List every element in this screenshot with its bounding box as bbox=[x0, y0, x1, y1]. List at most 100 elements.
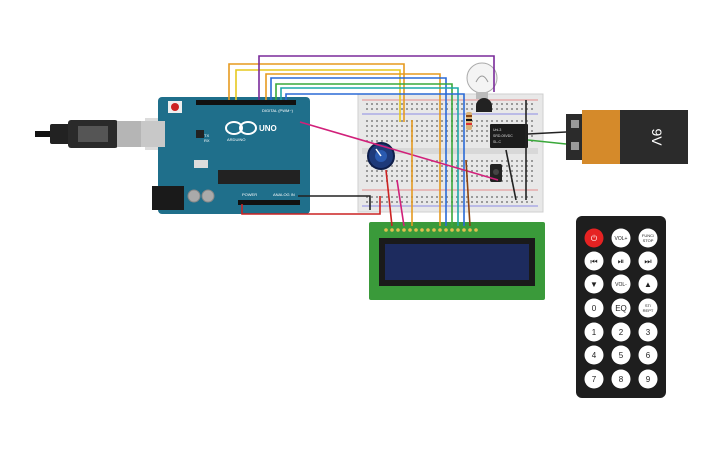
wire-brown bbox=[465, 159, 471, 227]
wire-magenta bbox=[299, 121, 499, 181]
remote-button-grid: ⏻ VOL+ FUNC/STOP ⏮ ⏯ ⏭ ▼ VOL- ▲ 0 EQ ST/REPT 1 2 3 4 5 6 7… bbox=[584, 228, 658, 389]
remote-button-func-stop[interactable]: FUNC/STOP bbox=[638, 228, 658, 248]
remote-button-label: ⏯ bbox=[618, 257, 624, 266]
potentiometer[interactable] bbox=[367, 142, 395, 170]
tx-label: TX bbox=[204, 133, 209, 138]
remote-button-label: VOL+ bbox=[615, 236, 628, 242]
remote-button-vol-up[interactable]: VOL+ bbox=[611, 228, 631, 248]
wire-black bbox=[298, 195, 371, 210]
reset-button[interactable] bbox=[171, 103, 179, 111]
remote-button-label: EQ bbox=[615, 304, 627, 313]
remote-button-label: 5 bbox=[619, 351, 624, 360]
digital-header[interactable] bbox=[196, 100, 296, 105]
usb-chip bbox=[196, 130, 204, 138]
remote-button-three[interactable]: 3 bbox=[638, 322, 658, 342]
wire-orange bbox=[228, 63, 405, 122]
remote-button-six[interactable]: 6 bbox=[638, 345, 658, 365]
remote-button-label: ⏻ bbox=[591, 234, 598, 243]
wire-purple bbox=[258, 55, 495, 100]
lcd-pin bbox=[432, 228, 436, 232]
remote-button-label: REPT bbox=[643, 308, 654, 313]
atmega-chip bbox=[218, 170, 300, 184]
remote-button-label: FUNC/ bbox=[642, 233, 655, 238]
wire-red-2 bbox=[385, 169, 393, 227]
wire-magenta-2 bbox=[396, 179, 405, 227]
relay[interactable]: Uni-3 SRD-05VDC SL-C bbox=[490, 124, 528, 148]
wire-black-2 bbox=[505, 149, 517, 201]
remote-button-eq[interactable]: EQ bbox=[611, 298, 631, 318]
lcd-pin bbox=[462, 228, 466, 232]
remote-button-label: 0 bbox=[592, 304, 597, 313]
lcd-pin bbox=[390, 228, 394, 232]
remote-button-one[interactable]: 1 bbox=[584, 322, 604, 342]
wire-blue-2 bbox=[285, 93, 465, 226]
lcd-pin bbox=[456, 228, 460, 232]
transistor[interactable] bbox=[476, 98, 492, 112]
arduino-logo bbox=[225, 121, 257, 135]
remote-button-zero[interactable]: 0 bbox=[584, 298, 604, 318]
lcd-screen bbox=[385, 244, 529, 280]
remote-button-label: ST/ bbox=[645, 303, 652, 308]
ir-receiver[interactable] bbox=[490, 164, 502, 182]
battery-label: 9V bbox=[649, 128, 665, 146]
remote-button-up[interactable]: ▲ bbox=[638, 274, 658, 294]
remote-button-seven[interactable]: 7 bbox=[584, 369, 604, 389]
remote-button-label: ▼ bbox=[590, 280, 598, 289]
remote-button-prev[interactable]: ⏮ bbox=[584, 251, 604, 271]
remote-button-eight[interactable]: 8 bbox=[611, 369, 631, 389]
remote-button-label: 8 bbox=[619, 375, 624, 384]
lcd-pin bbox=[468, 228, 472, 232]
digital-label: DIGITAL (PWM~) bbox=[262, 108, 294, 113]
lcd-pin bbox=[438, 228, 442, 232]
lcd-pin bbox=[474, 228, 478, 232]
relay-line1: SRD-05VDC bbox=[493, 134, 513, 138]
remote-button-four[interactable]: 4 bbox=[584, 345, 604, 365]
remote-button-st-rept[interactable]: ST/REPT bbox=[638, 298, 658, 318]
ir-remote[interactable]: ⏻ VOL+ FUNC/STOP ⏮ ⏯ ⏭ ▼ VOL- ▲ 0 EQ ST/REPT 1 2 3 4 5 6 7… bbox=[576, 216, 666, 398]
remote-button-label: ⏭ bbox=[644, 257, 651, 266]
wires bbox=[228, 55, 567, 227]
usb-port bbox=[141, 121, 165, 147]
wire-green bbox=[275, 83, 453, 226]
relay-top-text: Uni-3 bbox=[493, 128, 501, 132]
remote-button-vol-down[interactable]: VOL- bbox=[611, 274, 631, 294]
lcd-pin bbox=[408, 228, 412, 232]
wire-battery-black bbox=[527, 131, 567, 135]
remote-button-label: VOL- bbox=[615, 282, 627, 288]
wire-yellow bbox=[235, 69, 401, 122]
remote-button-label: ⏮ bbox=[590, 257, 597, 266]
remote-button-down[interactable]: ▼ bbox=[584, 274, 604, 294]
lcd-pin bbox=[384, 228, 388, 232]
remote-button-five[interactable]: 5 bbox=[611, 345, 631, 365]
analog-label: ANALOG IN bbox=[273, 192, 295, 197]
battery-9v[interactable]: 9V bbox=[566, 110, 688, 164]
remote-button-label: STOP bbox=[643, 238, 654, 243]
relay-line2: SL-C bbox=[493, 140, 501, 144]
resistor[interactable] bbox=[466, 112, 472, 130]
wire-blue bbox=[270, 77, 447, 226]
arduino-uno-board[interactable]: UNO ARDUINO DIGITAL (PWM~) TX RX POWER A… bbox=[141, 97, 310, 214]
remote-button-label: 1 bbox=[592, 328, 597, 337]
capacitor-1 bbox=[187, 189, 201, 203]
remote-button-label: ▲ bbox=[644, 280, 652, 289]
arduino-logo-text: ARDUINO bbox=[227, 137, 245, 142]
remote-button-two[interactable]: 2 bbox=[611, 322, 631, 342]
wire-red bbox=[241, 196, 381, 215]
rx-label: RX bbox=[204, 138, 210, 143]
light-bulb[interactable] bbox=[466, 62, 498, 99]
arduino-model: UNO bbox=[259, 124, 277, 133]
battery-terminal-pos bbox=[571, 120, 579, 128]
remote-button-label: 4 bbox=[592, 351, 597, 360]
remote-button-next[interactable]: ⏭ bbox=[638, 251, 658, 271]
power-analog-header[interactable] bbox=[238, 200, 300, 205]
remote-button-nine[interactable]: 9 bbox=[638, 369, 658, 389]
lcd-pin bbox=[450, 228, 454, 232]
remote-button-label: 3 bbox=[646, 328, 651, 337]
remote-button-play-pause[interactable]: ⏯ bbox=[611, 251, 631, 271]
remote-button-label: 7 bbox=[592, 375, 597, 384]
remote-button-power[interactable]: ⏻ bbox=[584, 228, 604, 248]
lcd-16x2[interactable] bbox=[369, 222, 545, 300]
lcd-pin bbox=[426, 228, 430, 232]
capacitor-2 bbox=[201, 189, 215, 203]
